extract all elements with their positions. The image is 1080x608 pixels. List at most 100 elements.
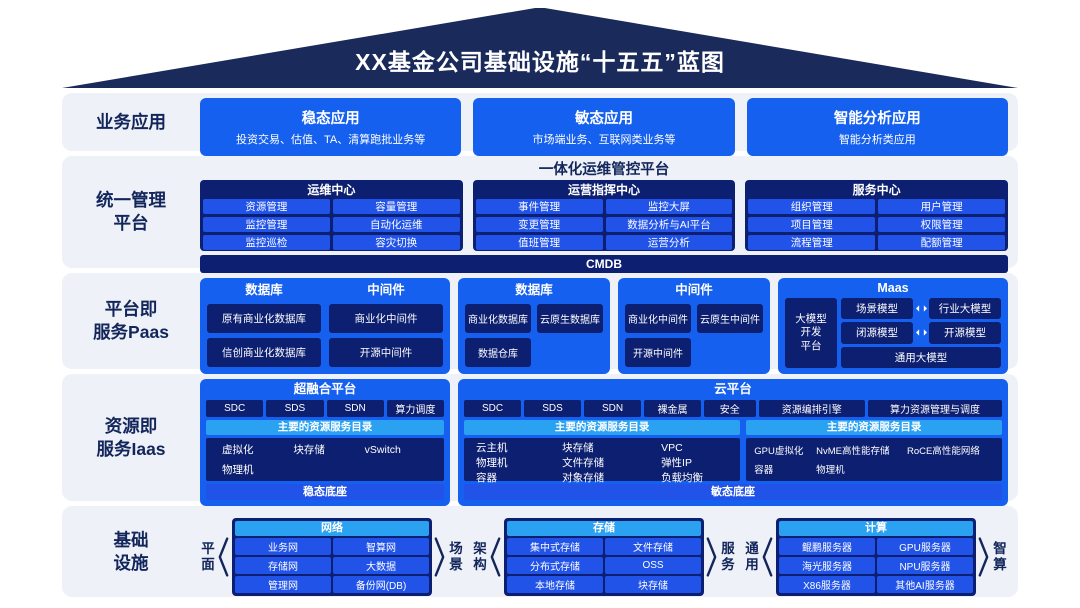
module-cell: 变更管理 [475, 217, 603, 232]
infra-cell: 文件存储 [605, 537, 701, 555]
network-box: 网络 业务网 智算网 存储网 大数据 管理网 备份网(DB) [232, 517, 432, 596]
middleware-header: 中间件 [675, 283, 713, 297]
intelligent-analysis-app-box: 智能分析应用 智能分析类应用 [746, 98, 1008, 156]
side-label-architecture: 架构 [473, 540, 487, 572]
service-center-column: 服务中心 组织管理 用户管理 项目管理 权限管理 流程管理 配额管理 [745, 180, 1009, 251]
middleware-header: 中间件 [367, 283, 405, 297]
paas-item: 商业化数据库 [465, 304, 531, 333]
resource-item: 文件存储 [562, 457, 605, 469]
paas-item: 原有商业化数据库 [207, 304, 321, 333]
paas-label: 平台即 服务Paas [93, 299, 169, 342]
infra-cell: 管理网 [235, 575, 331, 593]
module-cell: 自动化运维 [332, 217, 460, 232]
infra-cell: X86服务器 [779, 575, 875, 593]
app-title: 敏态应用 [574, 111, 633, 127]
unified-management-row: 统一管理 平台 一体化运维管控平台 运维中心 资源管理 容量管理 监控管理 自动… [62, 156, 1018, 273]
sd-cell: SDN [326, 400, 384, 417]
infra-cell: 集中式存储 [507, 537, 603, 555]
module-cell: 数据分析与AI平台 [605, 217, 733, 232]
maas-models: 场景模型 行业大模型 闭源模型 [841, 298, 1001, 368]
module-cell: 配额管理 [878, 235, 1006, 250]
paas-item: 数据仓库 [465, 338, 531, 367]
maas-box: Maas 大模型 开发 平台 场景模型 行业大模型 [778, 278, 1008, 374]
hci-sd-row: SDC SDS SDN 算力调度 [206, 400, 444, 417]
network-grid: 业务网 智算网 存储网 大数据 管理网 备份网(DB) [235, 537, 429, 593]
infra-cell: 业务网 [235, 537, 331, 555]
infrastructure-label: 基础 设施 [113, 529, 149, 573]
resource-item: 容器 [476, 472, 497, 484]
chevron-left-icon [762, 534, 774, 580]
cloud-database-box: 数据库 商业化数据库 云原生数据库 数据仓库 [458, 278, 610, 374]
sd-cell: SDS [266, 400, 324, 417]
storage-grid: 集中式存储 文件存储 分布式存储 OSS 本地存储 块存储 [507, 537, 701, 593]
infra-cell: 存储网 [235, 556, 331, 574]
side-label-ai-compute: 智算 [993, 540, 1007, 572]
infrastructure-row: 基础 设施 平面 网络 业务网 智算网 存储网 大数据 管理网 [62, 506, 1018, 597]
maas-header: Maas [877, 281, 909, 295]
resource-catalog-band: 主要的资源服务目录 [206, 420, 444, 435]
resource-item: 对象存储 [562, 472, 605, 484]
compute-box: 计算 鲲鹏服务器 GPU服务器 海光服务器 NPU服务器 X86服务器 其他AI… [776, 517, 976, 596]
module-cell: 容量管理 [332, 199, 460, 214]
module-cell: 运营分析 [605, 235, 733, 250]
side-label-general: 通用 [745, 540, 759, 572]
infra-cell: 备份网(DB) [333, 575, 429, 593]
compute-grid: 鲲鹏服务器 GPU服务器 海光服务器 NPU服务器 X86服务器 其他AI服务器 [779, 537, 973, 593]
resource-item: 弹性IP [661, 457, 692, 469]
paas-row: 平台即 服务Paas 数据库 中间件 原有商业化数据库 商业化中间件 信创商业化… [62, 273, 1018, 374]
chevron-left-icon [218, 534, 230, 580]
general-llm-box: 通用大模型 [841, 346, 1001, 368]
module-cell: 用户管理 [878, 199, 1006, 214]
infra-cell: 大数据 [333, 556, 429, 574]
network-group: 平面 网络 业务网 智算网 存储网 大数据 管理网 备份网(DB) [200, 517, 464, 596]
module-cell: 组织管理 [748, 199, 876, 214]
app-title: 稳态应用 [301, 111, 360, 127]
app-desc: 智能分析类应用 [838, 134, 916, 146]
sd-cell: 安全 [704, 400, 756, 417]
center-title: 运营指挥中心 [568, 183, 641, 197]
chevron-right-icon [434, 534, 446, 580]
sd-cell: SDC [206, 400, 264, 417]
storage-title: 存储 [507, 520, 701, 536]
cloud-catalog-items: GPU虚拟化 NvME高性能存储 RoCE高性能网络 容器 物理机 [746, 438, 1002, 481]
side-label-plane: 平面 [201, 540, 215, 572]
model-row: 场景模型 行业大模型 [841, 298, 1001, 320]
resource-item: 物理机 [222, 463, 254, 476]
sd-cell: 裸金属 [644, 400, 701, 417]
chevron-left-icon [490, 534, 502, 580]
sd-cell: 算力调度 [386, 400, 444, 417]
unified-management-label: 统一管理 平台 [96, 190, 166, 233]
hci-catalog-items: 虚拟化 块存储 vSwitch 物理机 [206, 438, 444, 481]
business-apps-content: 稳态应用 投资交易、估值、TA、清算跑批业务等 敏态应用 市场端业务、互联网类业… [200, 98, 1008, 156]
network-title: 网络 [235, 520, 429, 536]
resource-item: 容器 [754, 465, 774, 477]
cloud-sd-row: SDC SDS SDN 裸金属 安全 资源编排引擎 算力资源管理与调度 [464, 400, 1002, 417]
resource-item: 物理机 [476, 457, 508, 469]
infra-cell: GPU服务器 [877, 537, 973, 555]
unified-management-content: 一体化运维管控平台 运维中心 资源管理 容量管理 监控管理 自动化运维 监控巡检… [200, 161, 1009, 273]
module-cell: 容灾切换 [332, 235, 460, 250]
module-cell: 流程管理 [748, 235, 876, 250]
hyperconverged-platform-box: 超融合平台 SDC SDS SDN 算力调度 主要的资源服务目录 虚拟化 块存储… [200, 379, 450, 506]
blueprint-rows: 业务应用 稳态应用 投资交易、估值、TA、清算跑批业务等 敏态应用 市场端业务、… [62, 93, 1018, 597]
resource-item: 块存储 [562, 442, 594, 454]
module-cell: 监控巡检 [203, 235, 330, 250]
infra-cell: 智算网 [333, 537, 429, 555]
resource-item: 块存储 [293, 444, 325, 457]
sd-cell: SDC [464, 400, 521, 417]
page-title: XX基金公司基础设施“十五五”蓝图 [355, 49, 725, 75]
resource-item: RoCE高性能网络 [907, 445, 980, 457]
compute-title: 计算 [779, 520, 973, 536]
compute-group: 通用 计算 鲲鹏服务器 GPU服务器 海光服务器 NPU服务器 X86服务器 其… [744, 517, 1008, 596]
side-label-service: 服务 [721, 540, 735, 572]
infra-cell: 本地存储 [507, 575, 603, 593]
agile-app-box: 敏态应用 市场端业务、互联网类业务等 [473, 98, 735, 156]
paas-item: 开源中间件 [625, 338, 691, 367]
storage-group: 架构 存储 集中式存储 文件存储 分布式存储 OSS 本地存储 块存储 [472, 517, 736, 596]
cloud-platform-box: 云平台 SDC SDS SDN 裸金属 安全 资源编排引擎 算力资源管理与调度 … [458, 379, 1008, 506]
database-header: 数据库 [515, 283, 553, 297]
module-cell: 资源管理 [203, 199, 330, 214]
infra-cell: 分布式存储 [507, 556, 603, 574]
storage-box: 存储 集中式存储 文件存储 分布式存储 OSS 本地存储 块存储 [504, 517, 704, 596]
llm-dev-platform-box: 大模型 开发 平台 [785, 298, 837, 368]
